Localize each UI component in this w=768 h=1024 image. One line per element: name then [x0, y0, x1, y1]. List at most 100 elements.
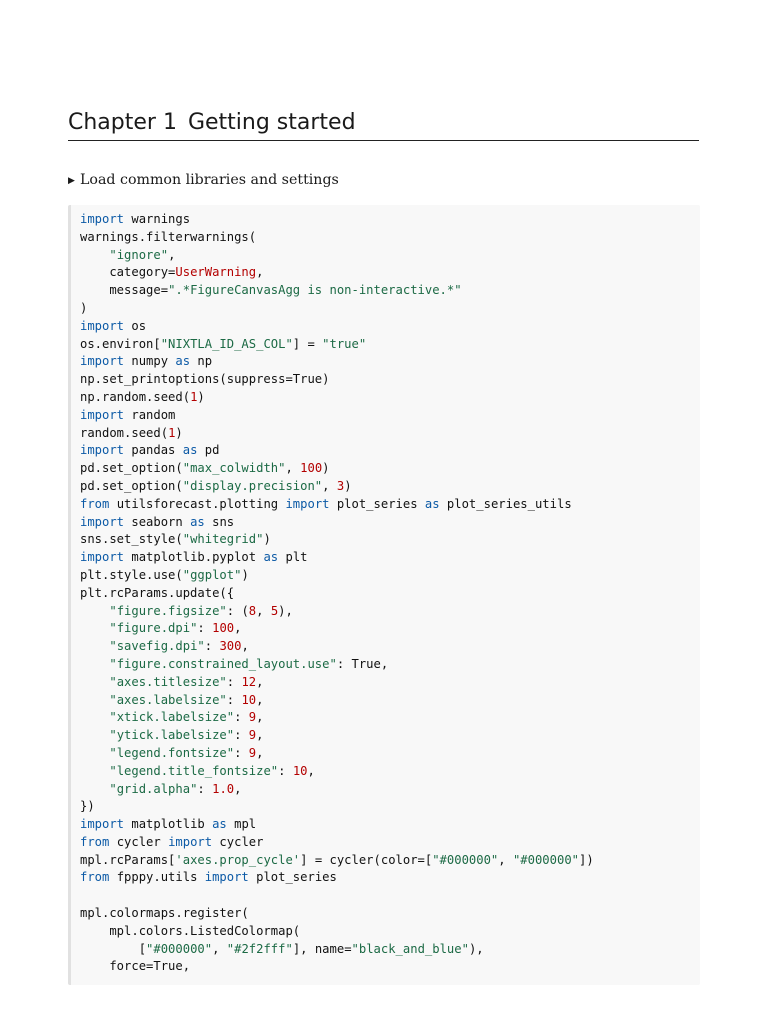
- code-text: : (: [226, 603, 249, 618]
- code-string: "max_colwidth": [182, 461, 286, 476]
- code-text: np: [190, 354, 213, 369]
- code-line: mpl.colors.ListedColormap(: [80, 923, 594, 941]
- code-text: ,: [168, 247, 176, 262]
- code-text: matplotlib.pyplot: [124, 550, 264, 565]
- code-text: np.random.seed(: [80, 389, 191, 404]
- code-text: pandas: [124, 443, 183, 458]
- code-text: ,: [241, 639, 249, 654]
- code-number: 5: [270, 603, 279, 618]
- code-text: ,: [285, 461, 301, 476]
- code-line: }): [80, 798, 594, 816]
- code-string: "savefig.dpi": [109, 639, 205, 654]
- details-summary-label: Load common libraries and settings: [80, 172, 339, 188]
- chapter-label: Chapter 1: [68, 110, 177, 135]
- code-line: warnings.filterwarnings(: [80, 229, 594, 247]
- code-keyword: from: [80, 834, 110, 849]
- code-keyword: import: [80, 443, 125, 458]
- code-number: 10: [241, 692, 257, 707]
- code-string: "figure.figsize": [109, 603, 227, 618]
- code-text: ): [175, 425, 183, 440]
- code-text: pd: [197, 443, 220, 458]
- details-toggle[interactable]: ▶ Load common libraries and settings: [68, 170, 339, 191]
- code-text: :: [204, 639, 220, 654]
- code-string: "#000000": [512, 852, 579, 867]
- code-number: 9: [248, 745, 257, 760]
- code-text: [80, 693, 109, 707]
- code-text: :: [226, 674, 242, 689]
- code-text: ): [263, 532, 271, 547]
- code-text: random: [124, 407, 176, 422]
- code-text: sns: [204, 514, 235, 529]
- code-line: import os: [80, 318, 594, 336]
- code-text: message=: [80, 283, 169, 298]
- code-text: cycler: [109, 834, 169, 849]
- code-keyword: import: [80, 550, 125, 565]
- code-line: "figure.figsize": (8, 5),: [80, 603, 594, 621]
- code-text: :: [278, 763, 293, 778]
- code-text: ): [344, 478, 352, 493]
- code-text: ,: [307, 763, 315, 778]
- code-string: "whitegrid": [182, 532, 264, 547]
- code-line: from utilsforecast.plotting import plot_…: [80, 496, 594, 514]
- code-text: plot_series: [329, 496, 425, 511]
- code-text: :: [234, 710, 249, 725]
- code-line: np.random.seed(1): [80, 389, 594, 407]
- code-text: os: [124, 318, 147, 333]
- code-line: pd.set_option("max_colwidth", 100): [80, 460, 594, 478]
- code-text: plt: [278, 550, 308, 565]
- code-string: "grid.alpha": [109, 781, 198, 796]
- code-line: from fpppy.utils import plot_series: [80, 869, 594, 887]
- code-line: category=UserWarning,: [80, 264, 594, 282]
- code-line: "axes.titlesize": 12,: [80, 674, 594, 692]
- code-text: :: [197, 621, 213, 636]
- code-text: [80, 604, 109, 618]
- code-text: mpl.colors.ListedColormap(: [80, 923, 301, 938]
- code-string: "#2f2fff": [226, 941, 293, 956]
- code-text: random.seed(: [80, 425, 169, 440]
- code-keyword: as: [212, 817, 227, 832]
- code-text: matplotlib: [124, 817, 213, 832]
- code-line: [80, 887, 594, 905]
- code-string: "ggplot": [182, 567, 242, 582]
- code-string: "ignore": [109, 247, 169, 262]
- code-string: "ytick.labelsize": [109, 728, 235, 743]
- code-text: [80, 675, 109, 689]
- code-text: warnings.filterwarnings(: [80, 229, 257, 244]
- code-line: import pandas as pd: [80, 442, 594, 460]
- code-text: :: [197, 781, 213, 796]
- code-text: pd.set_option(: [80, 461, 183, 476]
- code-string: "axes.labelsize": [109, 692, 227, 707]
- code-text: [80, 764, 109, 778]
- code-text: os.environ[: [80, 336, 161, 351]
- code-line: "figure.constrained_layout.use": True,: [80, 656, 594, 674]
- code-keyword: import: [285, 496, 330, 511]
- code-number: 12: [241, 674, 257, 689]
- code-text: :: [234, 745, 249, 760]
- code-text: ,: [234, 781, 242, 796]
- code-number: 1: [168, 425, 176, 440]
- code-text: mpl.rcParams[: [80, 852, 176, 867]
- code-keyword: import: [80, 407, 125, 422]
- code-text: [: [80, 941, 147, 956]
- code-keyword: import: [80, 318, 125, 333]
- code-text: sns.set_style(: [80, 532, 183, 547]
- code-text: ,: [322, 478, 337, 493]
- code-line: ): [80, 300, 594, 318]
- code-line: "grid.alpha": 1.0,: [80, 781, 594, 799]
- code-line: ["#000000", "#2f2fff"], name="black_and_…: [80, 941, 594, 959]
- disclosure-triangle-icon: ▶: [68, 176, 75, 186]
- code-string: "xtick.labelsize": [109, 710, 235, 725]
- code-number: 8: [248, 603, 257, 618]
- code-text: plot_series: [248, 870, 337, 885]
- code-number: 9: [248, 710, 257, 725]
- code-text: }): [80, 799, 95, 814]
- code-keyword: from: [80, 496, 110, 511]
- code-keyword: import: [168, 834, 213, 849]
- code-text: ): [80, 300, 88, 315]
- code-line: pd.set_option("display.precision", 3): [80, 478, 594, 496]
- code-text: ,: [498, 852, 513, 867]
- code-string: "#000000": [146, 941, 213, 956]
- code-text: plot_series_utils: [439, 496, 572, 511]
- code-keyword: import: [204, 870, 249, 885]
